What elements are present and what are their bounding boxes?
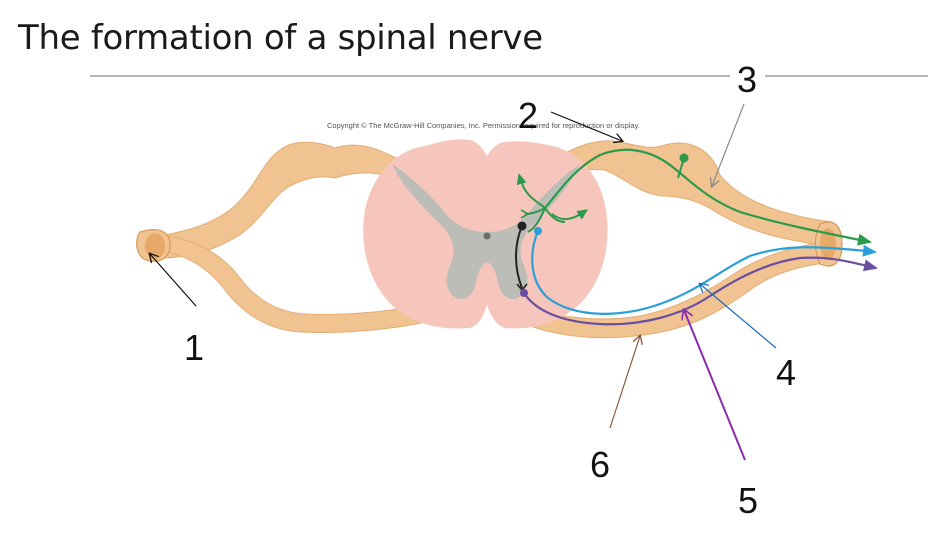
motor-fiber xyxy=(523,256,878,326)
left-nerve-cross-section xyxy=(145,233,165,259)
right-nerve-cross-section xyxy=(820,228,836,260)
sensory-branch-right xyxy=(551,209,589,220)
interneuron-axon xyxy=(515,225,523,289)
leader-line-6 xyxy=(609,336,640,429)
sensory-branch-up xyxy=(516,173,546,209)
label-1: 1 xyxy=(184,327,204,368)
sensory-cell-body xyxy=(679,153,689,163)
leader-line-1 xyxy=(150,254,197,307)
slide-title: The formation of a spinal nerve xyxy=(18,18,543,58)
label-5: 5 xyxy=(738,480,758,521)
sensory-fiber xyxy=(544,148,872,246)
autonomic-fiber xyxy=(531,230,877,315)
spinal-cord xyxy=(363,139,608,329)
central-canal xyxy=(483,232,491,240)
label-2: 2 xyxy=(518,95,538,136)
label-3: 3 xyxy=(737,59,757,100)
label-4: 4 xyxy=(776,352,796,393)
leader-line-4 xyxy=(700,284,777,349)
copyright-text: Copyright © The McGraw-Hill Companies, I… xyxy=(327,121,640,130)
leader-line-2 xyxy=(550,111,622,141)
sensory-branch-down xyxy=(527,207,546,233)
leader-line-5 xyxy=(684,310,746,461)
leader-line-3 xyxy=(712,103,745,186)
sensory-synapse-mark xyxy=(520,209,530,219)
label-6: 6 xyxy=(590,444,610,485)
sensory-branch-right-base xyxy=(544,207,566,223)
